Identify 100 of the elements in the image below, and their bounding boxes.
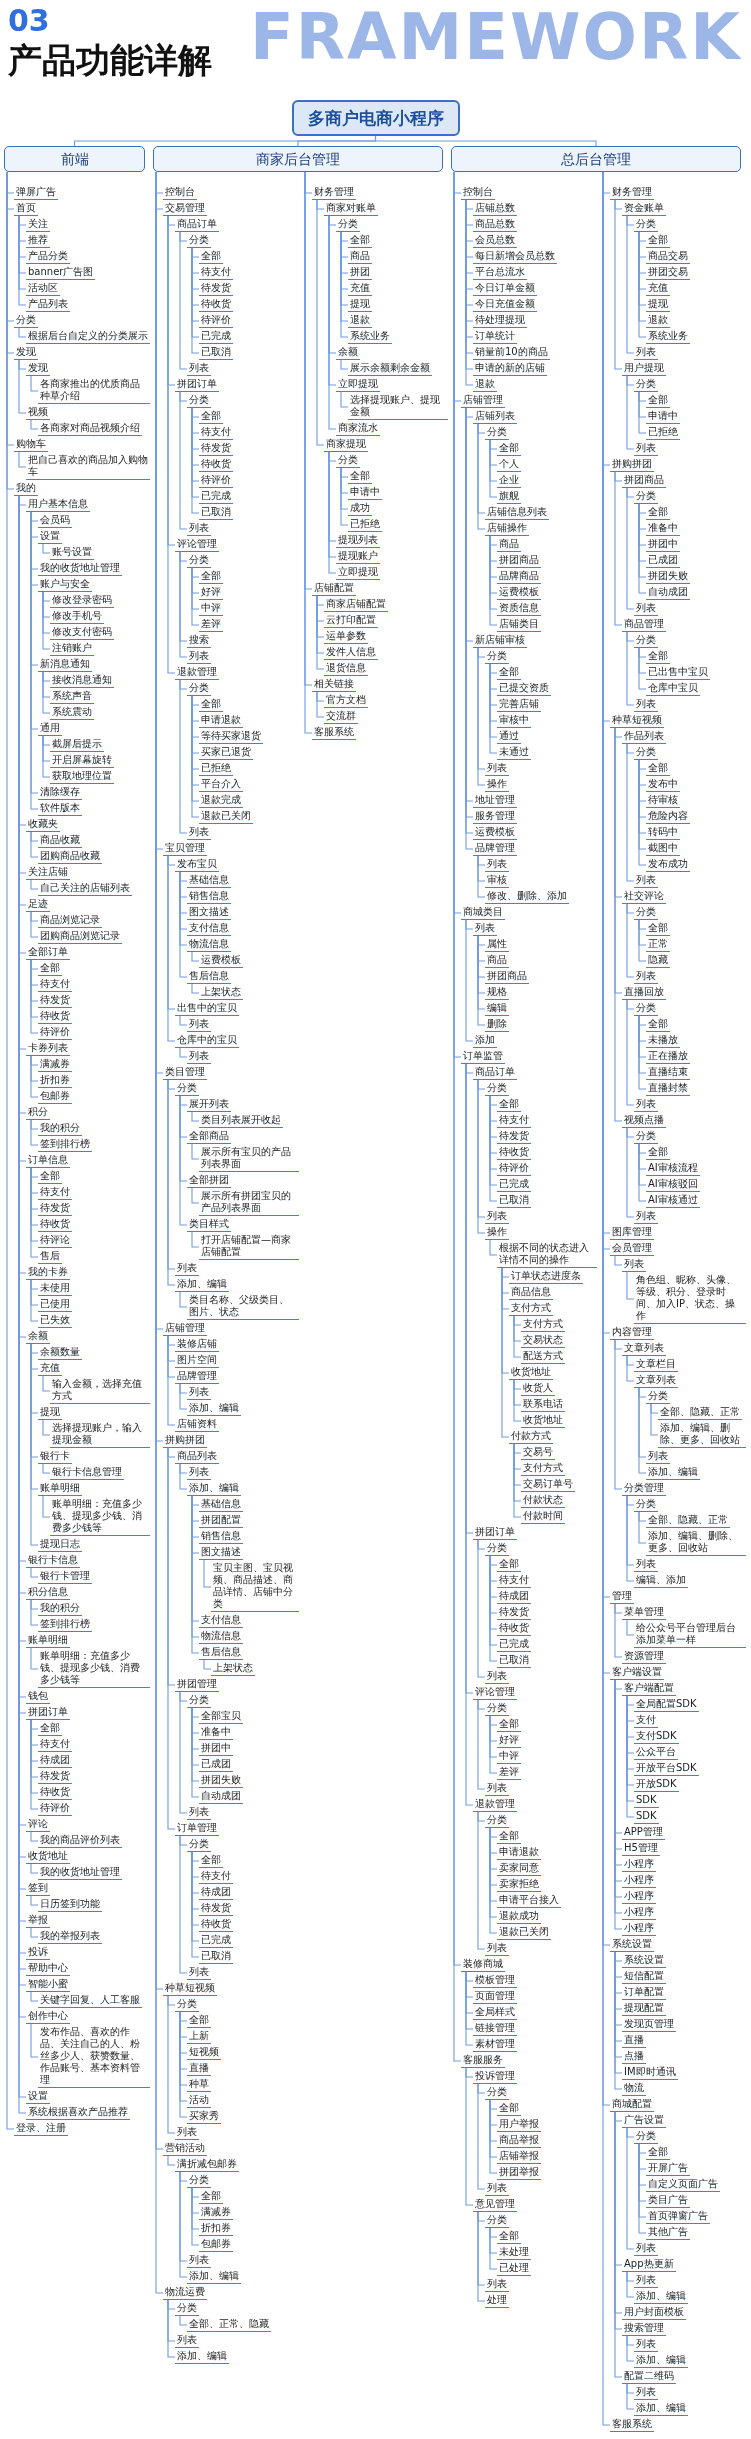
topic-label: 资质信息 — [497, 602, 541, 616]
topic-label: 售后信息 — [187, 970, 231, 984]
topic-label: 菜单管理 — [622, 1606, 666, 1620]
topic-label: 修改支付密码 — [50, 626, 114, 640]
topic-label: 收藏夹 — [26, 818, 60, 832]
topic-label: 已拒绝 — [646, 426, 680, 440]
topic-label: 发布作品、喜欢的作品、关注自己的人、粉丝多少人、获赞数量、作品账号、基本资料管理 — [38, 2026, 150, 2088]
topic-label: 物流运费 — [163, 2286, 207, 2300]
topic-label: 未通过 — [497, 746, 531, 760]
topic-label: 属性 — [485, 938, 509, 952]
topic-label: 分类 — [634, 746, 658, 760]
topic-label: 商品浏览记录 — [38, 914, 102, 928]
topic-label: 直播 — [622, 2034, 646, 2048]
topic-label: 系统设置 — [622, 1954, 666, 1968]
topic-label: 类目广告 — [646, 2194, 690, 2208]
topic-label: 商品 — [348, 250, 372, 264]
topic-label: 余额数量 — [38, 1346, 82, 1360]
topic-label: 短视频 — [187, 2046, 221, 2060]
topic-label: 满减券 — [38, 1058, 72, 1072]
topic-label: 选择提现账户、提现金额 — [348, 394, 448, 420]
topic-label: 账户与安全 — [38, 578, 92, 592]
topic-label: 积分信息 — [26, 1586, 70, 1600]
topic-label: 账号设置 — [50, 546, 94, 560]
topic-label: 退款管理 — [175, 666, 219, 680]
topic-label: 立即提现 — [336, 378, 380, 392]
topic-label: 添加、编辑 — [175, 2350, 229, 2364]
topic-label: 分类 — [485, 650, 509, 664]
topic-label: 已拒绝 — [348, 518, 382, 532]
topic-label: 订单统计 — [473, 330, 517, 344]
topic-label: 图文描述 — [199, 1546, 243, 1560]
topic-label: 店铺资料 — [175, 1418, 219, 1432]
topic-label: 其他广告 — [646, 2226, 690, 2240]
topic-label: 会员总数 — [473, 234, 517, 248]
topic-label: 全部 — [38, 962, 62, 976]
topic-label: 退款已关闭 — [199, 810, 253, 824]
topic-label: 分类 — [187, 554, 211, 568]
topic-label: 全局配置SDK — [634, 1698, 699, 1712]
topic-label: 全部 — [497, 442, 521, 456]
topic-label: 账单明细：充值多少钱、提现多少钱、消费多少钱等 — [38, 1650, 150, 1688]
topic-label: 订单监管 — [461, 1050, 505, 1064]
topic-label: 积分 — [26, 1106, 50, 1120]
topic-label: 提现 — [38, 1406, 62, 1420]
topic-label: 待收货 — [497, 1146, 531, 1160]
topic-label: 个人 — [497, 458, 521, 472]
topic-label: 列表 — [634, 346, 658, 360]
topic-label: 全部 — [497, 666, 521, 680]
section-number: 03 — [8, 4, 50, 37]
topic-label: 已完成 — [497, 1638, 531, 1652]
topic-label: AI审核流程 — [646, 1162, 700, 1176]
topic-label: 列表 — [187, 1386, 211, 1400]
topic-label: 支付方式 — [521, 1318, 565, 1332]
topic-label: 拼团商品 — [485, 970, 529, 984]
topic-label: 交易号 — [521, 1446, 555, 1460]
topic-label: 添加、编辑 — [634, 2354, 688, 2368]
topic-label: 添加、编辑 — [187, 1482, 241, 1496]
topic-label: 运费模板 — [497, 586, 541, 600]
topic-label: 添加、编辑 — [187, 1402, 241, 1416]
topic-label: 退款成功 — [497, 1910, 541, 1924]
topic-label: 视频 — [26, 406, 50, 420]
topic-label: 列表 — [634, 602, 658, 616]
topic-label: 通用 — [38, 722, 62, 736]
topic-label: 售后信息 — [199, 1646, 243, 1660]
topic-label: 审核中 — [497, 714, 531, 728]
topic-label: 社交评论 — [622, 890, 666, 904]
topic-label: 等待买家退货 — [199, 730, 263, 744]
topic-label: 待成团 — [199, 1886, 233, 1900]
topic-label: 审核 — [485, 874, 509, 888]
topic-label: 添加、编辑 — [646, 1466, 700, 1480]
topic-label: 退款完成 — [199, 794, 243, 808]
topic-label: 已取消 — [497, 1194, 531, 1208]
topic-label: 直播结束 — [646, 1066, 690, 1080]
topic-label: 分类 — [485, 1082, 509, 1096]
topic-label: 列表 — [187, 2254, 211, 2268]
topic-label: 全部 — [497, 1558, 521, 1572]
topic-label: 配置二维码 — [622, 2370, 676, 2384]
topic-label: 地址管理 — [473, 794, 517, 808]
topic-label: 收货地址 — [521, 1414, 565, 1428]
topic-label: 投诉 — [26, 1946, 50, 1960]
topic-label: 申请中 — [646, 410, 680, 424]
topic-label: 列表 — [187, 522, 211, 536]
topic-label: 我的积分 — [38, 1602, 82, 1616]
topic-label: 店铺举报 — [497, 2150, 541, 2164]
topic-label: 商品列表 — [175, 1450, 219, 1464]
topic-label: 推荐 — [26, 234, 50, 248]
topic-label: 待处理提现 — [473, 314, 527, 328]
topic-label: 成功 — [348, 502, 372, 516]
topic-label: 充值 — [38, 1362, 62, 1376]
topic-label: 拼团失败 — [646, 570, 690, 584]
topic-label: 订单状态进度条 — [509, 1270, 583, 1284]
topic-label: 拼购拼团 — [163, 1434, 207, 1448]
topic-label: 已取消 — [199, 1950, 233, 1964]
topic-label: 分类 — [634, 378, 658, 392]
topic-label: 开放平台SDK — [634, 1762, 699, 1776]
topic-label: 商品信息 — [509, 1286, 553, 1300]
topic-label: 规格 — [485, 986, 509, 1000]
topic-label: 选择提现账户，输入提现金额 — [50, 1422, 150, 1448]
central-topic-box: 多商户电商小程序 — [291, 100, 460, 136]
topic-label: 展示所有宝贝的产品列表界面 — [199, 1146, 299, 1172]
topic-label: 待成团 — [497, 1590, 531, 1604]
topic-label: 视频点播 — [622, 1114, 666, 1128]
